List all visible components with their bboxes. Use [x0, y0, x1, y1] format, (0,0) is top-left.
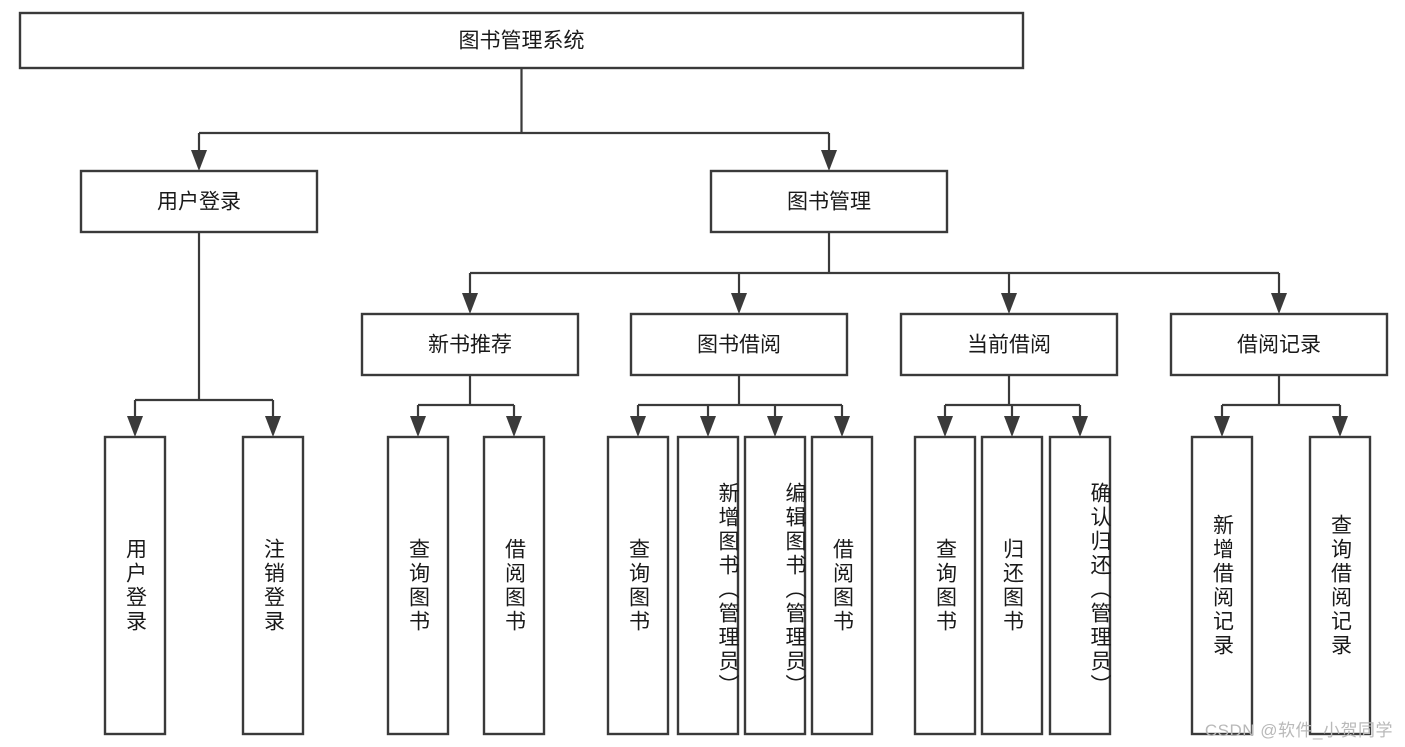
node-book-management-box[interactable]: [709, 169, 949, 234]
node-user-login-label: 用户登录: [157, 191, 241, 214]
node-book-borrow[interactable]: 图书借阅: [629, 312, 849, 377]
node-root-label: 图书管理系统: [459, 30, 585, 53]
node-new-book-recommend-box[interactable]: [360, 312, 580, 377]
arrow-head-new-book-rec: [462, 293, 478, 314]
node-book-borrow-label: 图书借阅: [697, 334, 781, 357]
leaf-box-borrow-book-1[interactable]: [482, 435, 546, 736]
leaf-box-edit-book-admin[interactable]: [743, 435, 807, 736]
node-user-login-box[interactable]: [79, 169, 319, 234]
arrow-head-bookborrow-leaf-2: [700, 416, 716, 437]
node-new-book-recommend[interactable]: 新书推荐: [360, 312, 580, 377]
arrow-head-leaf-logout: [265, 416, 281, 437]
arrow-head-user-login: [191, 150, 207, 171]
node-borrow-record[interactable]: 借阅记录: [1169, 312, 1389, 377]
arrow-head-current-borrow: [1001, 293, 1017, 314]
leaf-box-query-book-1[interactable]: [386, 435, 450, 736]
arrow-head-borrowrecord-leaf-1: [1214, 416, 1230, 437]
arrow-head-bookborrow-leaf-1: [630, 416, 646, 437]
arrow-head-newbook-leaf-1: [410, 416, 426, 437]
leaf-boxes-layer: [103, 435, 1372, 736]
leaf-box-logout[interactable]: [241, 435, 305, 736]
connectors-layer: [127, 68, 1348, 437]
arrow-head-newbook-leaf-2: [506, 416, 522, 437]
arrow-head-bookborrow-leaf-4: [834, 416, 850, 437]
arrow-head-currentborrow-leaf-3: [1072, 416, 1088, 437]
arrow-head-book-borrow: [731, 293, 747, 314]
node-borrow-record-box[interactable]: [1169, 312, 1389, 377]
node-current-borrow[interactable]: 当前借阅: [899, 312, 1119, 377]
arrow-head-book-mgmt: [821, 150, 837, 171]
node-current-borrow-box[interactable]: [899, 312, 1119, 377]
leaf-box-borrow-book-2[interactable]: [810, 435, 874, 736]
leaf-box-confirm-return-admin[interactable]: [1048, 435, 1112, 736]
leaf-box-query-book-3[interactable]: [913, 435, 977, 736]
arrow-head-borrowrecord-leaf-2: [1332, 416, 1348, 437]
node-root[interactable]: 图书管理系统: [18, 11, 1025, 70]
arrow-head-currentborrow-leaf-1: [937, 416, 953, 437]
leaf-box-return-book[interactable]: [980, 435, 1044, 736]
leaf-box-add-borrow-record[interactable]: [1190, 435, 1254, 736]
leaf-box-user-login[interactable]: [103, 435, 167, 736]
node-new-book-recommend-label: 新书推荐: [428, 334, 512, 357]
node-user-login[interactable]: 用户登录: [79, 169, 319, 234]
leaf-box-add-book-admin[interactable]: [676, 435, 740, 736]
node-root-box[interactable]: [18, 11, 1025, 70]
arrow-head-leaf-user-login: [127, 416, 143, 437]
leaf-box-query-borrow-record[interactable]: [1308, 435, 1372, 736]
csdn-watermark: CSDN @软件_小贺同学: [1204, 721, 1393, 740]
leaf-box-query-book-2[interactable]: [606, 435, 670, 736]
node-book-borrow-box[interactable]: [629, 312, 849, 377]
arrow-head-bookborrow-leaf-3: [767, 416, 783, 437]
arrow-head-borrow-record: [1271, 293, 1287, 314]
node-book-management-label: 图书管理: [787, 191, 871, 214]
arrow-head-currentborrow-leaf-2: [1004, 416, 1020, 437]
node-borrow-record-label: 借阅记录: [1237, 334, 1321, 357]
node-current-borrow-label: 当前借阅: [967, 334, 1051, 357]
node-book-management[interactable]: 图书管理: [709, 169, 949, 234]
